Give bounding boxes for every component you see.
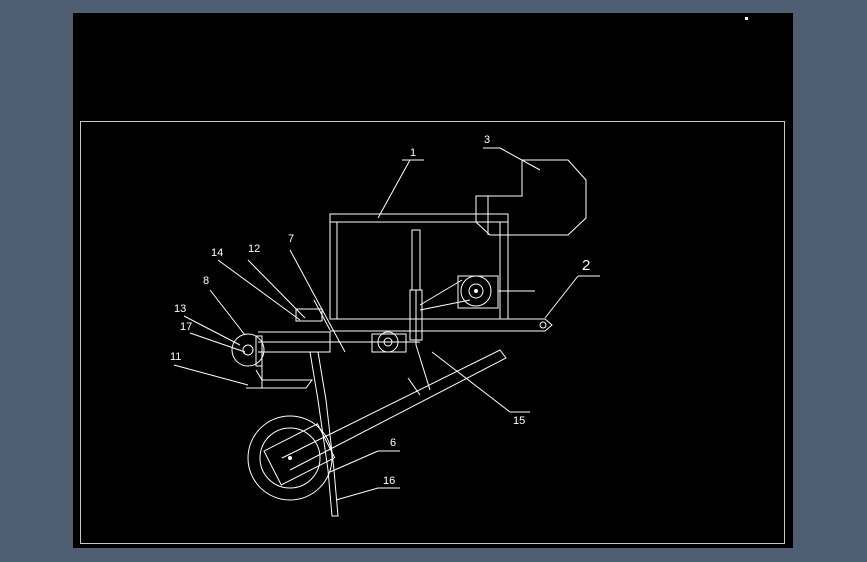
callout-15: 15 xyxy=(513,415,525,427)
leader-6 xyxy=(329,450,379,473)
arm-link-2 xyxy=(407,377,421,396)
wheel-axle xyxy=(288,456,292,460)
pulley-hub xyxy=(474,289,478,293)
disc-hub xyxy=(242,344,254,356)
hitch-pin xyxy=(539,321,547,329)
press-wheel xyxy=(247,415,333,501)
callout-7: 7 xyxy=(288,233,294,245)
leader-16 xyxy=(335,487,379,501)
hopper xyxy=(475,159,587,236)
belt-upper xyxy=(419,279,463,306)
wheel-bracket xyxy=(263,423,336,486)
gear-motor-hub xyxy=(383,337,393,347)
pulley-inner xyxy=(468,283,484,299)
callout-2: 2 xyxy=(582,257,590,274)
leader-8 xyxy=(209,289,246,336)
strut xyxy=(313,299,331,331)
leader-14 xyxy=(217,259,301,321)
wheel-arm xyxy=(281,349,507,471)
leader-7 xyxy=(289,249,346,353)
callout-17: 17 xyxy=(180,321,192,333)
leader-17 xyxy=(189,332,246,353)
belt-lower xyxy=(419,299,471,311)
leader-15 xyxy=(431,351,511,413)
leader-3 xyxy=(499,147,541,171)
drawing-border xyxy=(80,121,785,544)
leader-1 xyxy=(377,159,411,219)
cylinder-sleeve xyxy=(409,289,423,341)
callout-1: 1 xyxy=(410,147,416,159)
furrow-shoe xyxy=(246,369,313,389)
wheel-rim xyxy=(259,427,321,489)
callout-16: 16 xyxy=(383,475,395,487)
callout-6: 6 xyxy=(390,437,396,449)
gear-housing xyxy=(371,333,407,353)
cylinder xyxy=(411,229,421,291)
callout-14: 14 xyxy=(211,247,223,259)
callout-8: 8 xyxy=(203,275,209,287)
leader-11 xyxy=(173,364,249,386)
leader-12 xyxy=(247,259,306,319)
disc-flange xyxy=(255,335,263,367)
leader-13 xyxy=(183,315,241,346)
leader-2 xyxy=(544,275,579,319)
callout-11: 11 xyxy=(170,351,181,363)
callout-12: 12 xyxy=(248,243,260,255)
frame-top-beam xyxy=(329,213,509,223)
cad-viewport[interactable] xyxy=(73,13,793,548)
callout-3: 3 xyxy=(484,134,490,146)
callout-13: 13 xyxy=(174,303,186,315)
shank xyxy=(309,351,339,517)
disc-13 xyxy=(231,333,265,367)
corner-marker xyxy=(745,17,748,20)
bracket-14 xyxy=(295,308,323,322)
pulley-housing xyxy=(457,275,499,309)
drawbar xyxy=(330,318,553,332)
arm-link xyxy=(415,344,431,391)
